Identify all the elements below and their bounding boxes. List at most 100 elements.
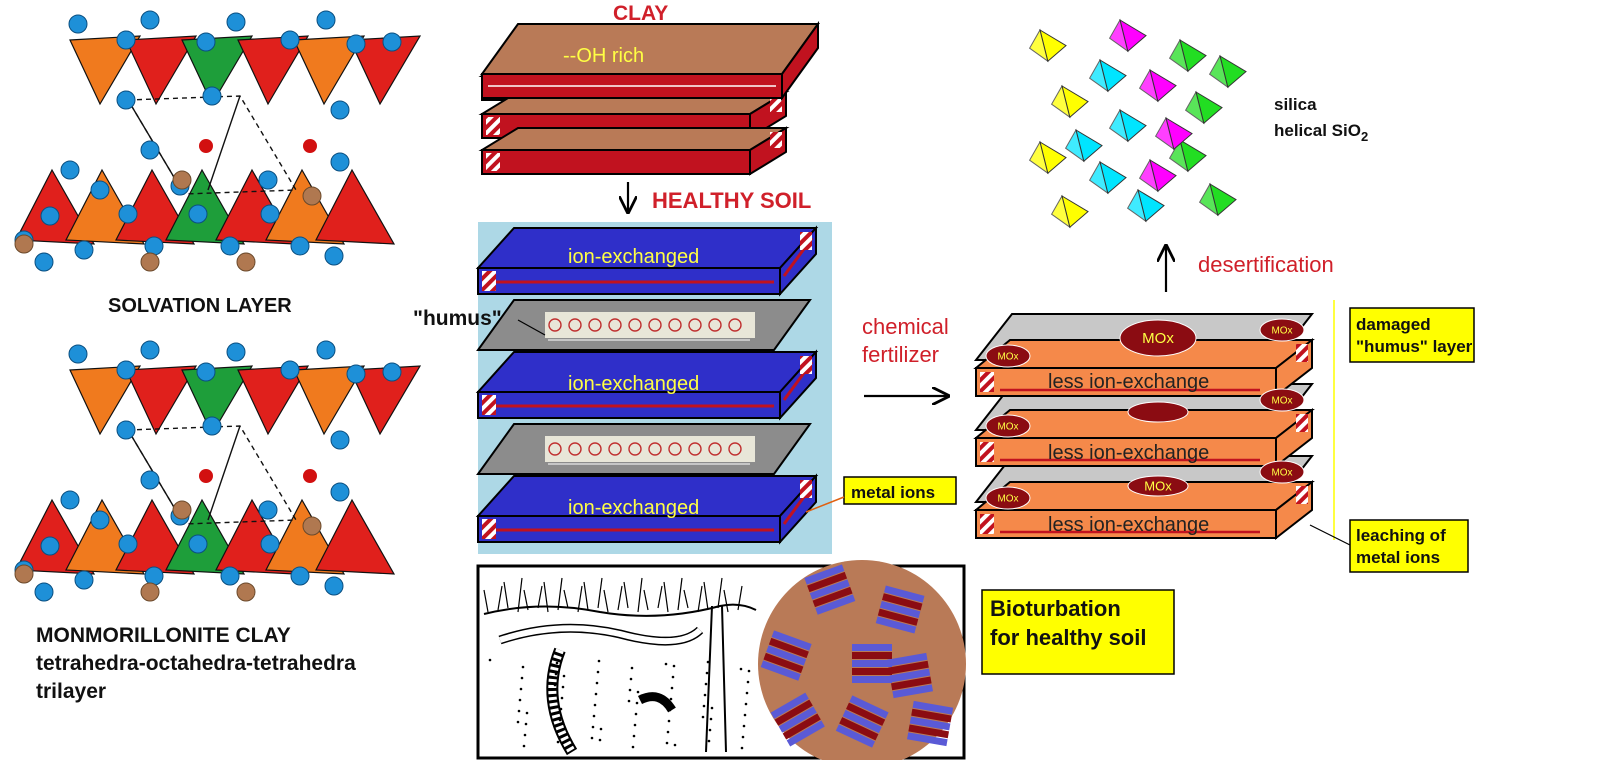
ion-stripe-left bbox=[482, 395, 496, 415]
soil-speck bbox=[746, 680, 750, 684]
fertilizer-label: fertilizer bbox=[862, 342, 939, 367]
upper-tetrahedron bbox=[69, 365, 142, 436]
hydroxyl-atom bbox=[172, 170, 192, 190]
soil-speck bbox=[559, 707, 563, 711]
healthy-soil-stack bbox=[475, 225, 819, 545]
aggregate-band bbox=[760, 660, 801, 681]
aggregate-band bbox=[879, 600, 921, 619]
oxygen-atom bbox=[290, 566, 310, 586]
oxygen-atom bbox=[68, 14, 88, 34]
grass-blade bbox=[697, 585, 703, 613]
clay-aggregate-6 bbox=[770, 692, 825, 747]
humus-pointer bbox=[517, 319, 546, 336]
oxygen-atom bbox=[140, 470, 160, 490]
soil-speck bbox=[710, 706, 714, 710]
oxygen-atom bbox=[34, 582, 54, 602]
clay-sheet-3-stripe-right bbox=[770, 132, 782, 148]
less-ion-exchange-label-1: less ion-exchange bbox=[1048, 371, 1209, 393]
leaching-callout bbox=[1349, 519, 1469, 573]
cation-atom bbox=[303, 469, 317, 483]
oxygen-atom bbox=[60, 490, 80, 510]
soil-speck bbox=[741, 735, 745, 739]
soil-speck bbox=[747, 669, 751, 673]
oxygen-atom bbox=[226, 342, 246, 362]
mox-label: MOx bbox=[1271, 395, 1292, 406]
grass-blade bbox=[603, 589, 609, 613]
mox-particle-4 bbox=[985, 414, 1031, 438]
bioturbation-illustration bbox=[483, 560, 966, 760]
mox-label: MOx bbox=[1144, 478, 1172, 493]
upper-tetrahedron bbox=[293, 35, 366, 106]
aggregate-band bbox=[877, 608, 919, 626]
soil-speck bbox=[630, 666, 634, 670]
humus-ring bbox=[708, 442, 722, 456]
silica-tetrahedron-face-15 bbox=[1198, 182, 1219, 217]
hydroxyl-atom bbox=[14, 234, 34, 254]
humus-label: "humus" bbox=[413, 307, 502, 330]
mox-label: MOx bbox=[1271, 467, 1292, 478]
hydroxyl-atom bbox=[302, 516, 322, 536]
soil-speck bbox=[664, 662, 668, 666]
soil-speck bbox=[631, 745, 635, 749]
grass-blade bbox=[523, 589, 529, 611]
soil-speck bbox=[598, 738, 602, 742]
soil-speck bbox=[593, 703, 597, 707]
hydroxyl-atom bbox=[172, 500, 192, 520]
aggregate-band bbox=[782, 713, 821, 740]
upper-tetrahedron bbox=[237, 35, 310, 106]
grass-blade bbox=[577, 585, 583, 613]
silica-tetrahedron-face-6 bbox=[1108, 108, 1129, 143]
oxygen-atom bbox=[34, 252, 54, 272]
oxygen-atom bbox=[258, 500, 278, 520]
clay-aggregate-8 bbox=[907, 700, 954, 747]
soil-speck bbox=[666, 730, 670, 734]
grass-blade bbox=[643, 589, 649, 611]
soil-speck bbox=[554, 672, 558, 676]
grass-blade bbox=[637, 577, 643, 613]
soil-speck bbox=[518, 698, 522, 702]
metal-ions-callout bbox=[843, 476, 957, 505]
damaged-stripe-left bbox=[980, 514, 994, 534]
damaged-stripe-left bbox=[980, 372, 994, 392]
clay-sheet-3-top bbox=[478, 127, 790, 151]
oxygen-atom bbox=[330, 482, 350, 502]
grass-blade bbox=[543, 581, 549, 613]
soil-speck bbox=[560, 696, 564, 700]
humus-ring bbox=[728, 318, 742, 332]
aggregate-band bbox=[889, 668, 931, 683]
soil-speck bbox=[591, 725, 595, 729]
upper-tetrahedron bbox=[181, 365, 254, 436]
humus-ring bbox=[688, 442, 702, 456]
soil-speck bbox=[524, 722, 528, 726]
oxygen-atom bbox=[196, 32, 216, 52]
aggregate-band bbox=[770, 692, 809, 719]
oxygen-atom bbox=[144, 236, 164, 256]
soil-speck bbox=[672, 664, 676, 668]
aggregate-band bbox=[766, 645, 807, 666]
hydroxyl-atom bbox=[236, 252, 256, 272]
monmorillonite-title: MONMORILLONITE CLAY bbox=[36, 624, 291, 647]
upper-tetrahedron bbox=[237, 365, 310, 436]
oxygen-atom bbox=[316, 340, 336, 360]
oxygen-atom bbox=[90, 510, 110, 530]
grass-blade bbox=[563, 589, 569, 609]
leaching-metal-ions-label: metal ions bbox=[1356, 548, 1440, 567]
humus-ring bbox=[568, 318, 582, 332]
oxygen-atom bbox=[260, 204, 280, 224]
lower-tetrahedron bbox=[315, 168, 396, 245]
grass-blade bbox=[703, 581, 709, 611]
hydroxyl-atom bbox=[302, 186, 322, 206]
mox-label: MOx bbox=[997, 351, 1018, 362]
mox-particle-2 bbox=[985, 344, 1031, 368]
silica-tetrahedron-face-8 bbox=[1126, 188, 1147, 223]
oxygen-atom bbox=[382, 32, 402, 52]
humus-ring bbox=[588, 442, 602, 456]
humus-ring bbox=[568, 442, 582, 456]
clay-aggregate-2 bbox=[875, 585, 925, 634]
worm-burrow bbox=[546, 647, 578, 756]
ion-exchanged-label-1: ion-exchanged bbox=[568, 246, 699, 268]
aggregate-band bbox=[908, 724, 950, 739]
humus-molecule-2 bbox=[545, 436, 755, 462]
ion-stripe-left bbox=[482, 271, 496, 291]
silica-helix bbox=[1028, 18, 1247, 229]
